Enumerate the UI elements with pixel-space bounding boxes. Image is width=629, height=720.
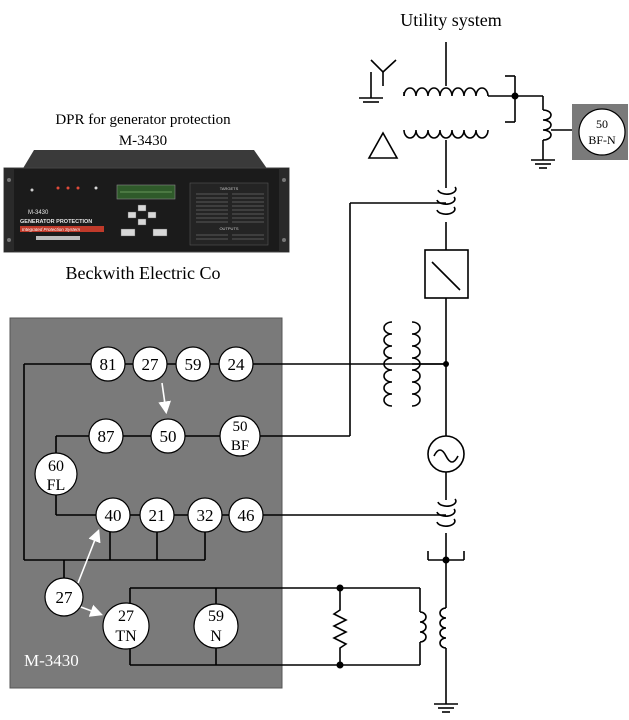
relay-24: 24 xyxy=(218,346,254,382)
relay-device-photo: M-3430 GENERATOR PROTECTION Integrated P… xyxy=(3,150,290,253)
device-front-title: GENERATOR PROTECTION xyxy=(20,219,92,225)
relay-81: 81 xyxy=(90,346,126,382)
device-front-subtitle: Integrated Protection System xyxy=(22,227,80,232)
ct-generator-neutral xyxy=(436,498,457,527)
neutral-resistor xyxy=(332,605,348,650)
wye-ground-symbol xyxy=(359,59,397,103)
device-targets-title: TARGETS xyxy=(220,186,239,191)
junction-dot xyxy=(511,92,519,100)
ct-breaker-side xyxy=(436,186,457,215)
relay-27tn-line1: 27 xyxy=(118,608,134,625)
relay-27-top: 27 xyxy=(132,346,168,382)
relay-32: 32 xyxy=(187,497,223,533)
relay-27tn-line2: TN xyxy=(115,628,137,645)
relay-59n-line2: N xyxy=(210,628,222,645)
relay-50bf-n-line1: 50 xyxy=(596,117,608,131)
relay-59n-line1: 59 xyxy=(208,608,224,625)
panel-label: M-3430 xyxy=(24,651,79,670)
voltage-transformer xyxy=(383,321,446,407)
relay-21: 21 xyxy=(139,497,175,533)
relay-50bf-line2: BF xyxy=(231,438,249,454)
generator-symbol xyxy=(427,435,465,473)
delta-symbol xyxy=(367,131,399,159)
relay-50-label: 50 xyxy=(160,427,177,446)
relay-59: 59 xyxy=(175,346,211,382)
relay-87-label: 87 xyxy=(98,427,116,446)
step-up-transformer xyxy=(403,87,514,139)
junction-dot xyxy=(442,556,450,564)
manufacturer-label: Beckwith Electric Co xyxy=(66,263,221,283)
circuit-breaker xyxy=(424,249,469,299)
relay-60fl-line2: FL xyxy=(47,477,66,494)
relay-46-label: 46 xyxy=(238,506,255,525)
relay-32-label: 32 xyxy=(197,506,214,525)
relay-50bf-n-line2: BF-N xyxy=(588,133,616,147)
breaker-contact xyxy=(431,261,461,291)
relay-87: 87 xyxy=(88,418,124,454)
device-heading-line1: DPR for generator protection xyxy=(55,112,231,128)
relay-60fl-line1: 60 xyxy=(48,458,64,475)
grounding-transformer xyxy=(419,607,447,649)
junction-dot xyxy=(443,361,449,367)
relay-40-label: 40 xyxy=(105,506,122,525)
relay-24-label: 24 xyxy=(228,355,246,374)
ground-symbol xyxy=(434,703,458,713)
neutral-ct-branch xyxy=(505,75,578,169)
relay-27-bottom: 27 xyxy=(44,577,84,617)
arrow-27-to-27tn xyxy=(77,604,104,617)
arrow-27-to-40 xyxy=(77,529,101,584)
arrow-27-to-50 xyxy=(158,382,171,415)
device-outputs-title: OUTPUTS xyxy=(219,226,238,231)
relay-27-top-label: 27 xyxy=(142,355,160,374)
relay-27-bottom-label: 27 xyxy=(56,588,74,607)
utility-system-label: Utility system xyxy=(400,10,502,30)
relay-59-label: 59 xyxy=(185,355,202,374)
relay-50bf: 50 BF xyxy=(219,415,261,457)
relay-81-label: 81 xyxy=(100,355,117,374)
relay-50bf-line1: 50 xyxy=(233,419,248,435)
relay-46: 46 xyxy=(228,497,264,533)
device-front-model: M-3430 xyxy=(28,210,49,216)
relay-21-label: 21 xyxy=(149,506,166,525)
relay-59n: 59 N xyxy=(193,603,239,649)
relay-27tn: 27 TN xyxy=(102,602,150,650)
relay-60fl: 60 FL xyxy=(34,452,78,496)
relay-50: 50 xyxy=(150,418,186,454)
junction-dot xyxy=(336,584,344,592)
relay-50bf-n: 50 BF-N xyxy=(578,108,626,156)
device-heading-line2: M-3430 xyxy=(119,133,167,149)
relay-40: 40 xyxy=(95,497,131,533)
junction-dot xyxy=(336,661,344,669)
